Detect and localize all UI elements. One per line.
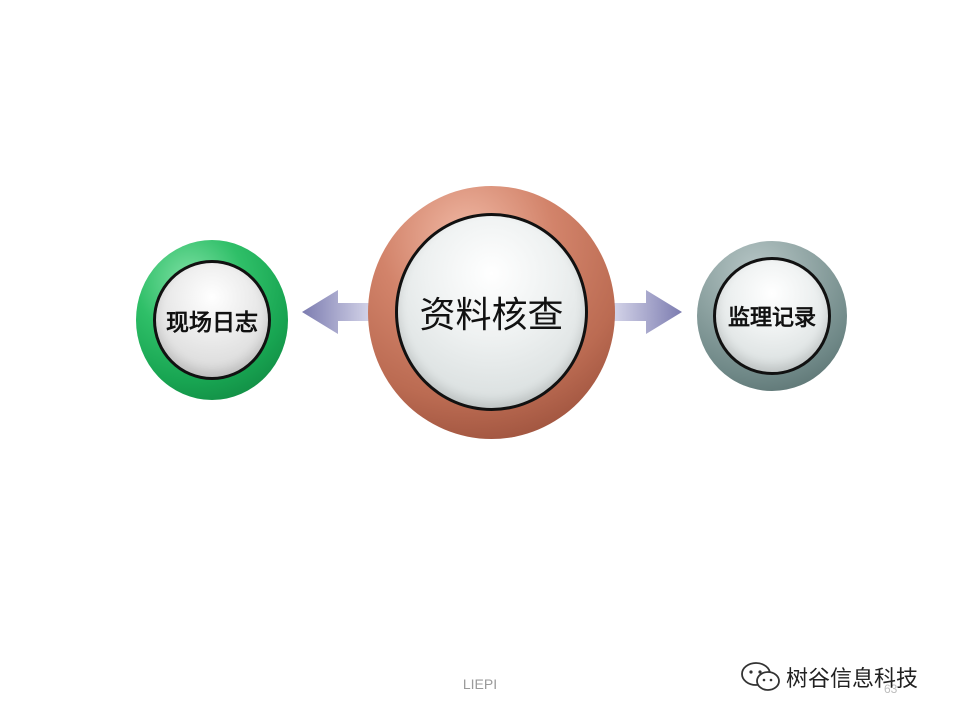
arrow-left-icon <box>302 290 372 334</box>
arrow-right-icon <box>612 290 682 334</box>
watermark: 树谷信息科技 <box>740 660 918 694</box>
node-supervision-record: 监理记录 <box>697 241 847 391</box>
footer-text: LIEPI <box>462 676 498 692</box>
node-site-log-label: 现场日志 <box>166 309 258 336</box>
node-document-review-label: 资料核查 <box>419 295 564 336</box>
node-site-log-face: 现场日志 <box>153 260 271 380</box>
wechat-icon <box>741 662 780 691</box>
node-document-review: 资料核查 <box>368 186 615 439</box>
node-supervision-record-label: 监理记录 <box>727 305 816 331</box>
node-supervision-record-face: 监理记录 <box>713 257 831 375</box>
page-number: 63 <box>884 682 898 696</box>
node-document-review-face: 资料核查 <box>395 213 588 411</box>
watermark-text: 树谷信息科技 <box>786 667 919 692</box>
node-site-log: 现场日志 <box>136 240 288 400</box>
